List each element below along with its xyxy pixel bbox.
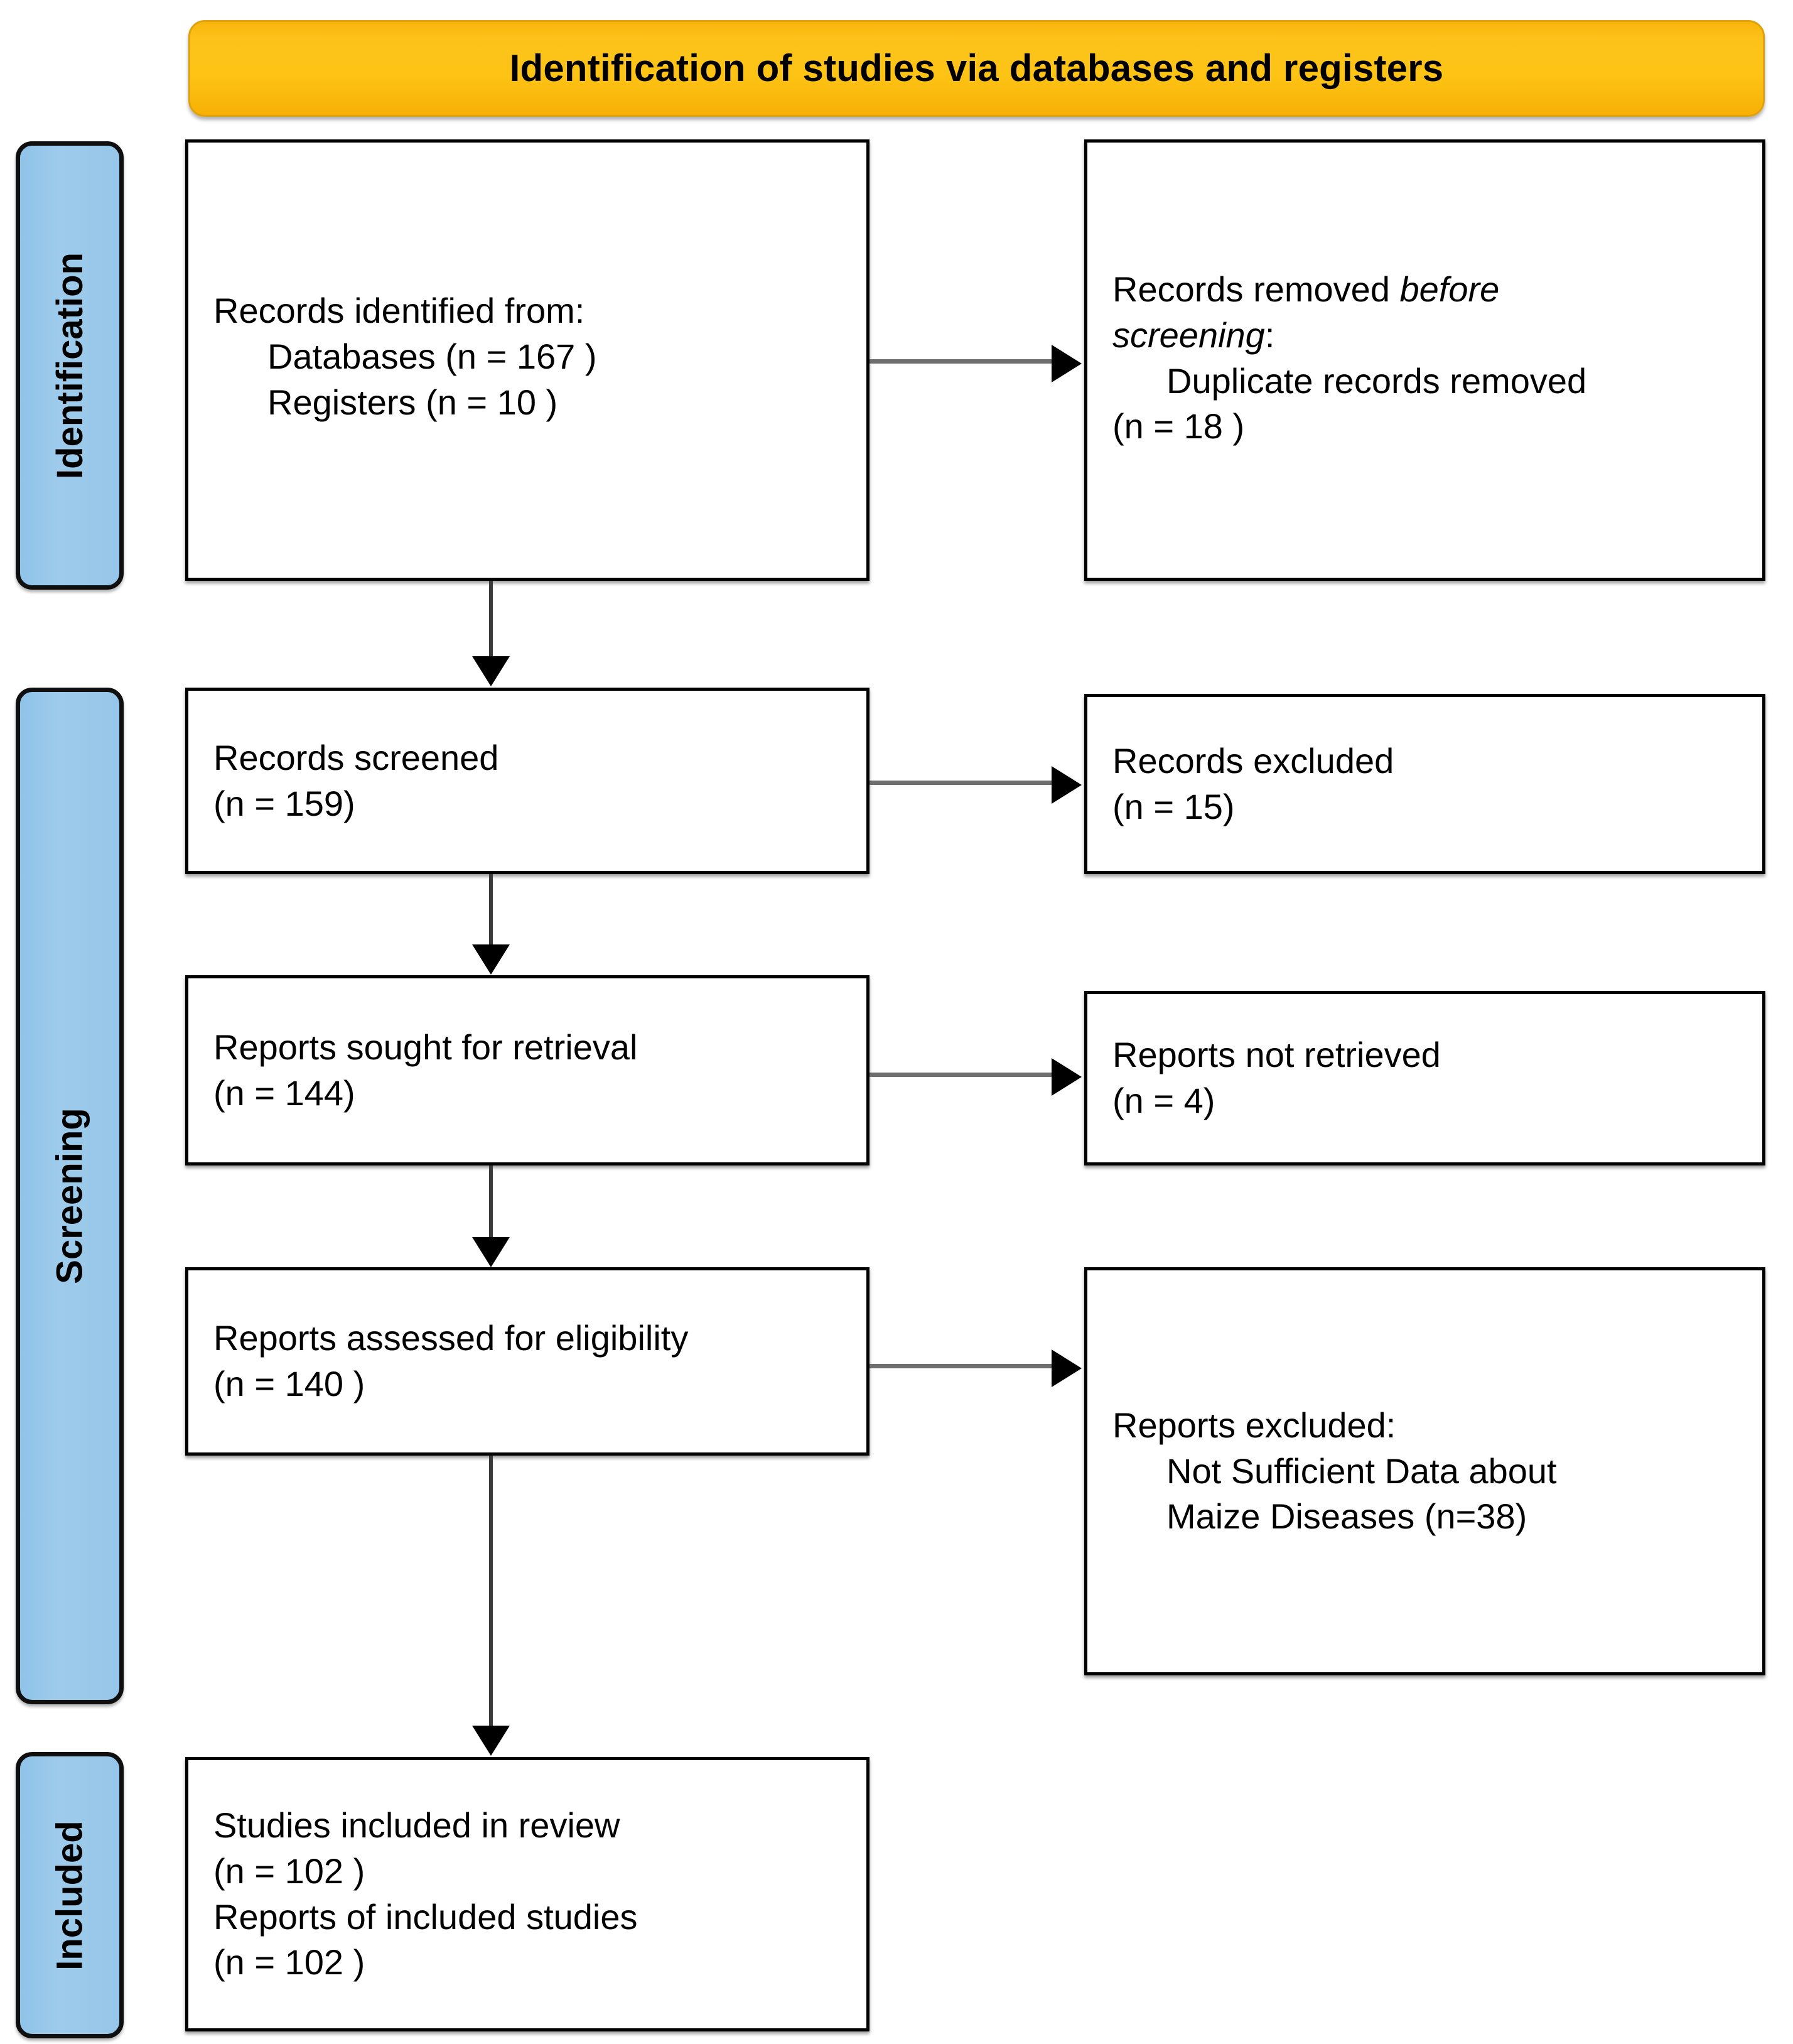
box-studies-included-in-review: Studies included in review (n = 102 ) Re… [185,1757,870,2031]
box-records-excluded: Records excluded (n = 15) [1084,694,1765,874]
reports-excluded-reason-line-2: Maize Diseases (n=38) [1166,1496,1527,1537]
box-reports-not-retrieved: Reports not retrieved (n = 4) [1084,991,1765,1165]
diagram-header-banner: Identification of studies via databases … [188,20,1765,117]
reports-excluded-reason-line-1: Not Sufficient Data about [1166,1451,1557,1491]
arrow-right-sought-to-not-retrieved [870,1058,1082,1096]
arrow-right-identified-to-removed [870,345,1082,382]
box-reports-sought-text: Reports sought for retrieval (n = 144) [188,1025,866,1117]
reports-assessed-label: Reports assessed for eligibility [213,1318,689,1358]
box-studies-included-text: Studies included in review (n = 102 ) Re… [188,1803,866,1986]
box-reports-not-retrieved-text: Reports not retrieved (n = 4) [1087,1032,1762,1124]
records-removed-duplicates: Duplicate records removed [1166,360,1587,401]
reports-assessed-count: (n = 140 ) [213,1364,365,1403]
reports-not-retrieved-count: (n = 4) [1112,1081,1215,1120]
reports-of-included-label: Reports of included studies [213,1896,638,1937]
box-records-removed-text: Records removed before screening: Duplic… [1087,267,1762,450]
records-excluded-count: (n = 15) [1112,786,1235,826]
records-removed-line-2: screening: [1112,313,1737,359]
records-identified-registers: Registers (n = 10 ) [267,382,558,422]
arrow-down-sought-to-assessed [472,1165,510,1267]
records-excluded-label: Records excluded [1112,740,1394,781]
arrow-down-identified-to-screened [472,581,510,686]
reports-of-included-count: (n = 102 ) [213,1942,365,1982]
records-screened-label: Records screened [213,737,499,777]
records-removed-line-1-pre: Records removed [1112,269,1400,309]
records-removed-line-2-post: : [1264,315,1275,355]
records-identified-databases: Databases (n = 167 ) [267,337,597,377]
box-reports-sought-for-retrieval: Reports sought for retrieval (n = 144) [185,975,870,1165]
records-removed-line-1-em: before [1399,269,1500,309]
box-records-screened: Records screened (n = 159) [185,688,870,874]
box-records-identified-text: Records identified from: Databases (n = … [188,288,866,425]
records-removed-line-2-em: screening [1112,315,1265,355]
box-records-screened-text: Records screened (n = 159) [188,735,866,827]
reports-not-retrieved-label: Reports not retrieved [1112,1035,1441,1075]
arrow-right-screened-to-excluded [870,766,1082,804]
stage-label-included: Included [16,1752,124,2038]
records-identified-line-1: Records identified from: [213,291,585,331]
reports-excluded-label: Reports excluded: [1112,1405,1396,1445]
records-screened-count: (n = 159) [213,783,355,823]
records-removed-count: (n = 18 ) [1112,406,1245,446]
arrow-right-assessed-to-reports-excluded [870,1349,1082,1387]
box-reports-excluded-text: Reports excluded: Not Sufficient Data ab… [1087,1403,1762,1540]
stage-label-screening-text: Screening [49,1108,90,1284]
page-title: Identification of studies via databases … [509,47,1444,89]
records-removed-line-1: Records removed before [1112,267,1737,313]
box-records-identified: Records identified from: Databases (n = … [185,139,870,581]
reports-sought-count: (n = 144) [213,1073,355,1113]
studies-included-label: Studies included in review [213,1805,620,1845]
reports-sought-label: Reports sought for retrieval [213,1027,638,1067]
studies-included-count: (n = 102 ) [213,1851,365,1891]
stage-label-identification: Identification [16,141,124,590]
box-reports-assessed-for-eligibility: Reports assessed for eligibility (n = 14… [185,1267,870,1456]
box-reports-assessed-text: Reports assessed for eligibility (n = 14… [188,1316,866,1407]
arrow-down-assessed-to-included [472,1456,510,1756]
stage-label-included-text: Included [49,1820,90,1971]
box-records-removed-before-screening: Records removed before screening: Duplic… [1084,139,1765,581]
box-reports-excluded: Reports excluded: Not Sufficient Data ab… [1084,1267,1765,1675]
stage-label-screening: Screening [16,688,124,1704]
box-records-excluded-text: Records excluded (n = 15) [1087,738,1762,830]
stage-label-identification-text: Identification [49,252,90,479]
arrow-down-screened-to-sought [472,874,510,975]
